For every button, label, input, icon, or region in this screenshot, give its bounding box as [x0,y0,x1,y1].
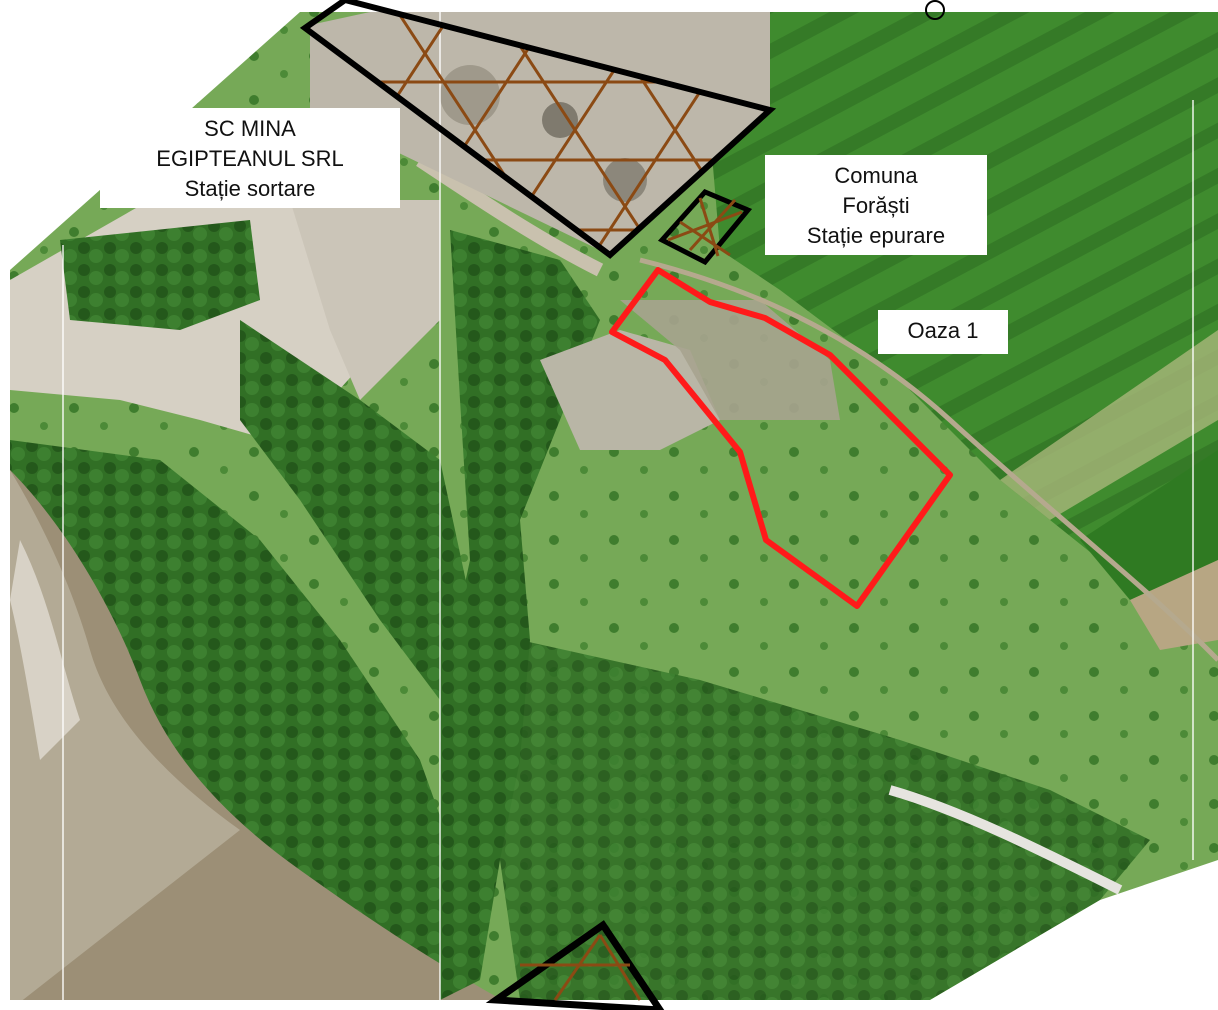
gravel-pile [603,158,647,202]
label-comuna-forasti: Comuna Forăști Stație epurare [765,155,987,255]
oaza-1-boundary [609,267,953,609]
gravel-road-bottom [888,785,1123,895]
label-sc-mina-egipteanul: SC MINA EGIPTEANUL SRL Stație sortare [100,108,400,208]
dirt-road [639,257,1218,662]
label-line: Forăști [842,193,910,218]
label-line: Stație epurare [806,223,946,248]
access-road [416,154,604,277]
forest-left [10,440,470,1000]
forest-bottom [500,640,1150,1000]
treatment-station-boundary [657,189,753,266]
label-line: Stație sortare [184,176,316,201]
label-oaza-1: Oaza 1 [878,310,1008,354]
gravel-pile [542,102,578,138]
field-strip-pale [1000,330,1218,520]
label-line: EGIPTEANUL SRL [156,146,344,171]
field-strip-tan [1130,560,1218,650]
marker-circle [925,0,945,20]
label-line: Comuna [834,163,918,188]
label-line: SC MINA [204,116,296,141]
river-gravel-bar [10,470,240,1000]
forest-top-left [60,220,260,330]
bottom-station-boundary [485,920,665,1010]
cleared-ground [540,330,720,450]
forest-central [240,320,470,700]
gravel-pit [290,200,440,400]
riparian-forest [440,230,600,1000]
label-line: Oaza 1 [907,318,979,343]
gravel-pile [440,65,500,125]
sorting-station-grounds [310,12,770,255]
